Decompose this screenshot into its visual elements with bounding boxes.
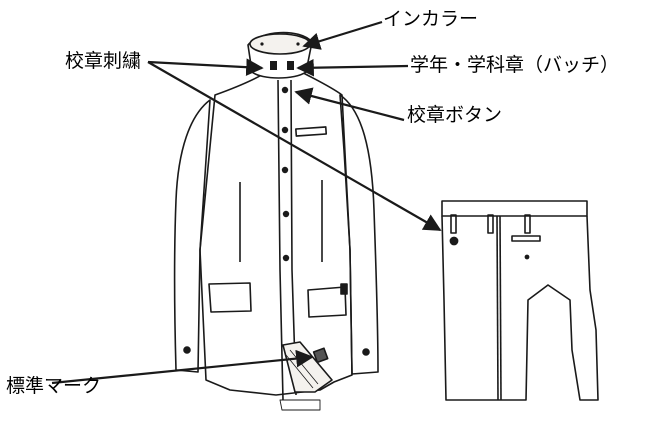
stand-collar [247, 31, 313, 79]
inner-collar [249, 33, 311, 55]
arrow-emblem-collar [147, 58, 264, 76]
trousers-outline [441, 215, 599, 401]
school-button [282, 254, 290, 262]
jacket-left-sleeve [173, 99, 211, 373]
jacket-body [199, 69, 353, 396]
breast-pocket [295, 126, 328, 137]
trousers [441, 200, 599, 401]
label-standard-mark: 標準マーク [6, 375, 102, 397]
arrow-emblem-trousers [147, 61, 442, 231]
school-button [282, 210, 290, 218]
collar-emblem-badge [270, 61, 277, 70]
trousers-waistband [441, 200, 588, 217]
arrow-collar [302, 20, 383, 50]
right-lower-pocket [307, 286, 347, 318]
arrow-badge [296, 58, 409, 77]
standard-mark-patch [312, 347, 329, 364]
jacket [173, 69, 379, 411]
trousers-pocket-tab [511, 235, 541, 242]
label-school-emblem-button: 校章ボタン [407, 104, 503, 126]
left-lower-pocket [208, 282, 252, 313]
trousers-emblem [449, 236, 459, 246]
label-school-emblem-embroidery: 校章刺繍 [65, 50, 142, 72]
school-button [281, 166, 289, 174]
label-grade-badge: 学年・学科章（バッチ） [410, 54, 620, 76]
school-button [281, 86, 289, 94]
jacket-buttons [281, 86, 290, 262]
callout-arrows [51, 20, 442, 385]
jacket-right-sleeve [339, 94, 379, 375]
label-in-collar: インカラー [383, 8, 479, 30]
grade-badge [287, 61, 294, 70]
jacket-front-opening [277, 79, 284, 401]
arrow-mark [51, 349, 314, 385]
school-button [281, 126, 289, 134]
arrow-button [294, 87, 405, 122]
